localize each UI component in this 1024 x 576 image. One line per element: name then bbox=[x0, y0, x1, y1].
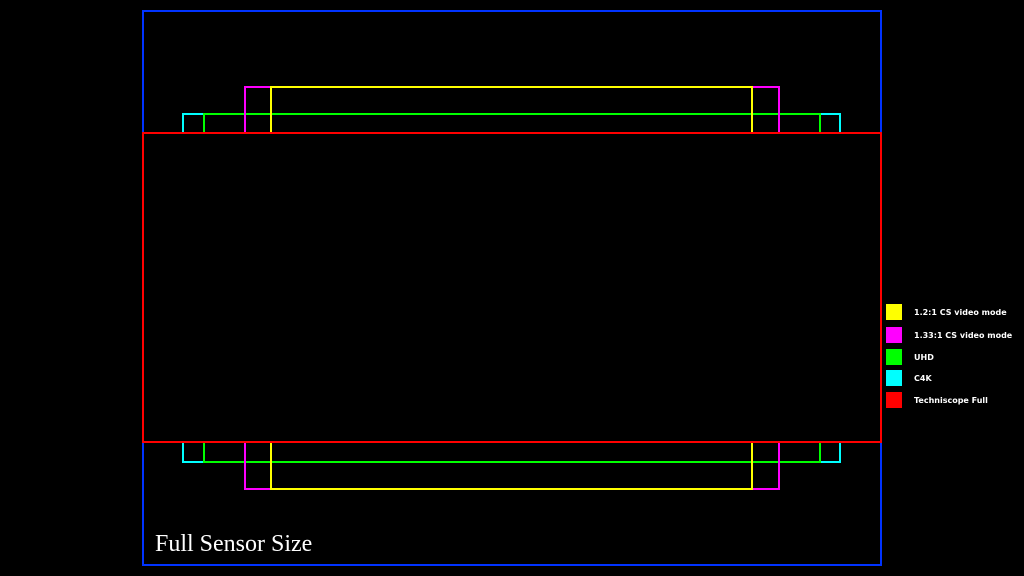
red-swatch-icon bbox=[886, 392, 902, 408]
legend-label: 1.2:1 CS video mode bbox=[914, 307, 1007, 317]
cyan-swatch-icon bbox=[886, 370, 902, 386]
legend-item-c4k: C4K bbox=[886, 370, 932, 386]
legend-item-cs-12: 1.2:1 CS video mode bbox=[886, 304, 1007, 320]
frame-techniscope-full bbox=[142, 132, 882, 443]
legend-item-techniscope: Techniscope Full bbox=[886, 392, 988, 408]
yellow-swatch-icon bbox=[886, 304, 902, 320]
legend-item-cs-133: 1.33:1 CS video mode bbox=[886, 327, 1012, 343]
legend-label: Techniscope Full bbox=[914, 395, 988, 405]
legend-label: UHD bbox=[914, 352, 934, 362]
diagram-caption: Full Sensor Size bbox=[155, 531, 313, 557]
green-swatch-icon bbox=[886, 349, 902, 365]
legend-label: 1.33:1 CS video mode bbox=[914, 330, 1013, 340]
legend-label: C4K bbox=[914, 373, 932, 383]
magenta-swatch-icon bbox=[886, 327, 902, 343]
legend-item-uhd: UHD bbox=[886, 349, 934, 365]
